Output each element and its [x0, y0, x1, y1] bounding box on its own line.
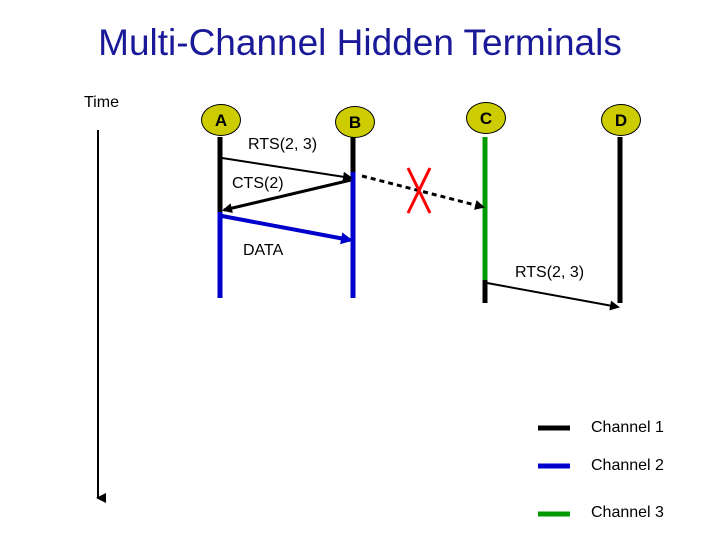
legend-label-channel-3: Channel 3	[591, 504, 664, 521]
cts-arrow-b-to-c-lost	[361, 174, 485, 210]
legend-label-channel-1: Channel 1	[591, 419, 664, 436]
data-label-a-to-b: DATA	[243, 242, 284, 259]
node-c: C	[466, 102, 506, 134]
rts-arrow-c-to-d	[486, 282, 620, 311]
cts-label-b-to-a: CTS(2)	[232, 175, 284, 192]
rts-label-a-to-b: RTS(2, 3)	[248, 136, 318, 153]
cts-arrow-b-to-a	[222, 178, 352, 214]
collision-x-mark	[406, 167, 432, 214]
node-b: B	[335, 106, 375, 138]
legend-label-channel-2: Channel 2	[591, 457, 664, 474]
node-d: D	[601, 104, 641, 136]
slide-title: Multi-Channel Hidden Terminals	[98, 22, 622, 63]
rts-label-c-to-d: RTS(2, 3)	[515, 264, 585, 281]
time-axis-label: Time	[84, 94, 119, 111]
data-arrow-a-to-b	[221, 214, 353, 245]
rts-arrow-a-to-b	[221, 157, 353, 182]
node-a: A	[201, 104, 241, 136]
